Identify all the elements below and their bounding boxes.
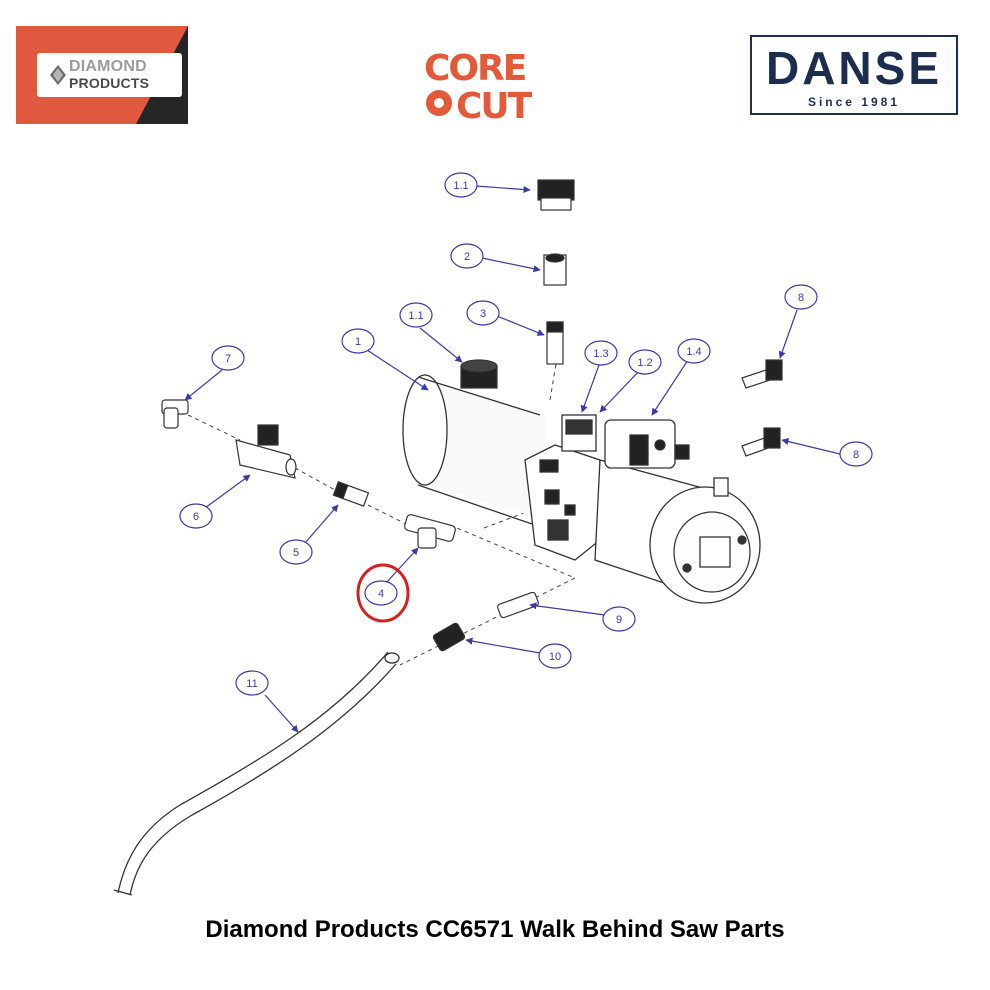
danse-tagline: Since 1981	[807, 95, 901, 109]
logo-line2: PRODUCTS	[69, 75, 150, 91]
callout-7: 7	[211, 345, 245, 371]
diamond-products-logo-card: DIAMOND PRODUCTS	[37, 53, 182, 97]
electric-motor	[594, 459, 761, 604]
svg-text:1.4: 1.4	[686, 346, 701, 358]
callout-bubbles: 1.1 2 3 1.1 1 1.3 1.2 1.4 8 8 7 6 5 4 9 …	[179, 172, 873, 696]
callout-1-2: 1.2	[628, 349, 662, 375]
svg-text:10: 10	[549, 651, 561, 663]
danse-name: DANSE	[765, 42, 943, 94]
nipple-5	[332, 481, 370, 507]
relief-valve	[561, 414, 597, 452]
callout-leaders	[184, 185, 841, 733]
svg-text:1.3: 1.3	[593, 348, 608, 360]
svg-text:1.2: 1.2	[637, 357, 652, 369]
saw-blade-icon	[426, 90, 452, 116]
danse-logo: DANSE Since 1981	[750, 35, 958, 115]
bolt-lower	[741, 427, 781, 457]
svg-text:3: 3	[480, 308, 486, 320]
fitting-10	[432, 622, 466, 652]
svg-text:1: 1	[355, 336, 361, 348]
diamond-products-logo: DIAMOND PRODUCTS	[16, 26, 188, 124]
callout-9: 9	[602, 606, 636, 632]
tank-cap	[460, 359, 498, 389]
core-cut-logo: CORE CUT	[420, 48, 546, 128]
svg-text:8: 8	[853, 449, 859, 461]
bolt-upper	[741, 359, 783, 389]
callout-4: 4	[364, 580, 398, 606]
svg-text:1.1: 1.1	[453, 180, 468, 192]
callout-10: 10	[538, 643, 572, 669]
elbow-fitting-4	[404, 514, 456, 549]
callout-6: 6	[179, 503, 213, 529]
core-cut-line1: CORE	[424, 48, 527, 89]
elbow-fitting-7	[161, 399, 189, 429]
svg-text:2: 2	[464, 251, 470, 263]
tee-fitting-6	[235, 424, 297, 479]
callout-1-1-tank: 1.1	[399, 302, 433, 328]
diamond-icon	[50, 65, 66, 85]
svg-text:4: 4	[378, 588, 384, 600]
callout-1-4: 1.4	[677, 338, 711, 364]
breather-cap	[537, 179, 575, 211]
callout-11: 11	[235, 670, 269, 696]
hydraulic-tank	[402, 374, 545, 526]
hydraulic-hose-11	[113, 651, 400, 896]
solenoid	[604, 419, 690, 469]
svg-text:8: 8	[798, 292, 804, 304]
logo-line1: DIAMOND	[69, 58, 147, 75]
callout-2: 2	[450, 243, 484, 269]
core-cut-line2: CUT	[456, 86, 532, 127]
callout-8-top: 8	[784, 284, 818, 310]
svg-text:7: 7	[225, 353, 231, 365]
fitting-9	[497, 591, 539, 619]
callout-3: 3	[466, 300, 500, 326]
svg-text:6: 6	[193, 511, 199, 523]
highlight-ring	[356, 563, 410, 623]
pump-manifold	[524, 444, 601, 561]
callout-1: 1	[341, 328, 375, 354]
svg-text:9: 9	[616, 614, 622, 626]
diagram-caption: Diamond Products CC6571 Walk Behind Saw …	[205, 916, 785, 943]
callout-8-right: 8	[839, 441, 873, 467]
pipe-nipple	[546, 321, 564, 365]
callout-1-1-top: 1.1	[444, 172, 478, 198]
svg-text:5: 5	[293, 547, 299, 559]
spacer	[543, 253, 567, 286]
callout-1-3: 1.3	[584, 340, 618, 366]
svg-text:11: 11	[246, 678, 257, 690]
svg-text:1.1: 1.1	[408, 310, 423, 322]
callout-5: 5	[279, 539, 313, 565]
